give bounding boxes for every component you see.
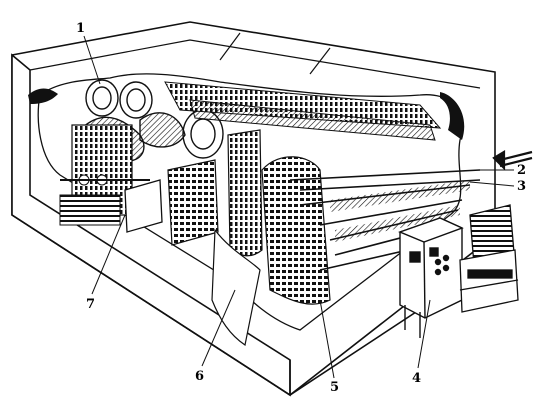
control-cabinet [398,217,464,338]
callout-label-1: 1 [76,21,86,36]
callout-label-6: 6 [195,369,205,384]
heater-block [59,124,150,226]
access-door [124,179,163,233]
rail-hatching [330,180,470,242]
leader-lines [83,35,515,379]
top-conveyor [164,81,442,141]
callout-label-2: 2 [517,163,527,178]
roof-panel [29,32,481,89]
drive-unit [459,204,519,313]
callout-label-5: 5 [330,380,340,395]
filter-block [167,159,219,246]
callout-label-3: 3 [517,179,527,194]
partition-walls [211,129,331,346]
callout-label-4: 4 [412,371,422,386]
feed-arrow [492,150,533,171]
callout-label-7: 7 [86,297,96,312]
